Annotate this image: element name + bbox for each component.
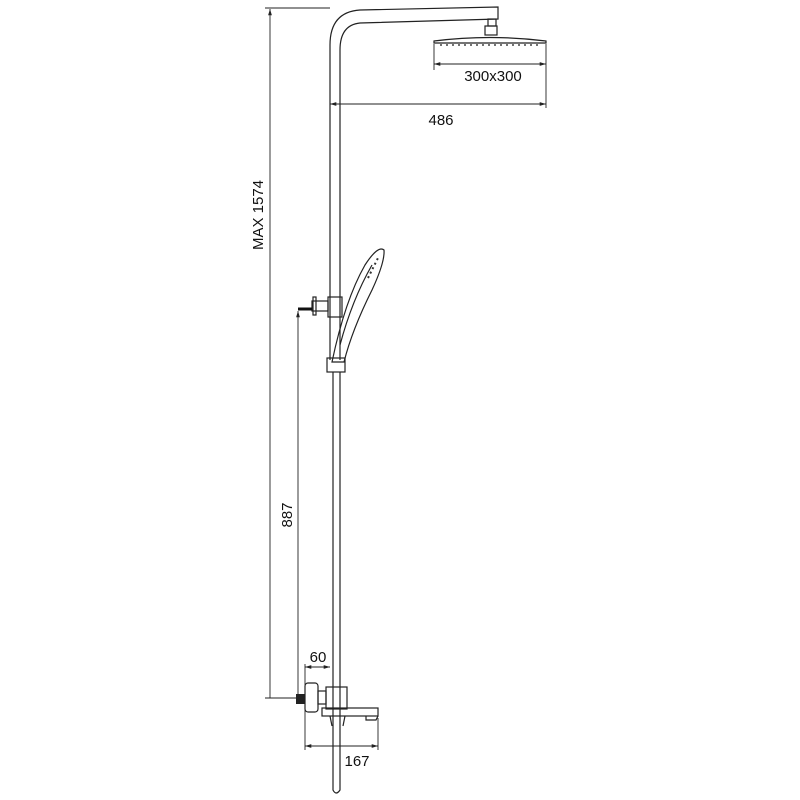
rain-shower-head: [433, 18, 547, 46]
riser-pipe: [329, 6, 499, 794]
spout-reach-label: 167: [344, 753, 369, 770]
arm-reach-label: 486: [428, 112, 453, 129]
dimension-lines: [265, 7, 547, 750]
head-size-label: 300x300: [464, 68, 522, 85]
outlet-height-label: 887: [279, 502, 296, 527]
hand-shower: [298, 248, 385, 373]
total-height-label: MAX 1574: [250, 180, 267, 250]
mixer-valve: [296, 682, 379, 727]
valve-depth-label: 60: [310, 649, 327, 666]
